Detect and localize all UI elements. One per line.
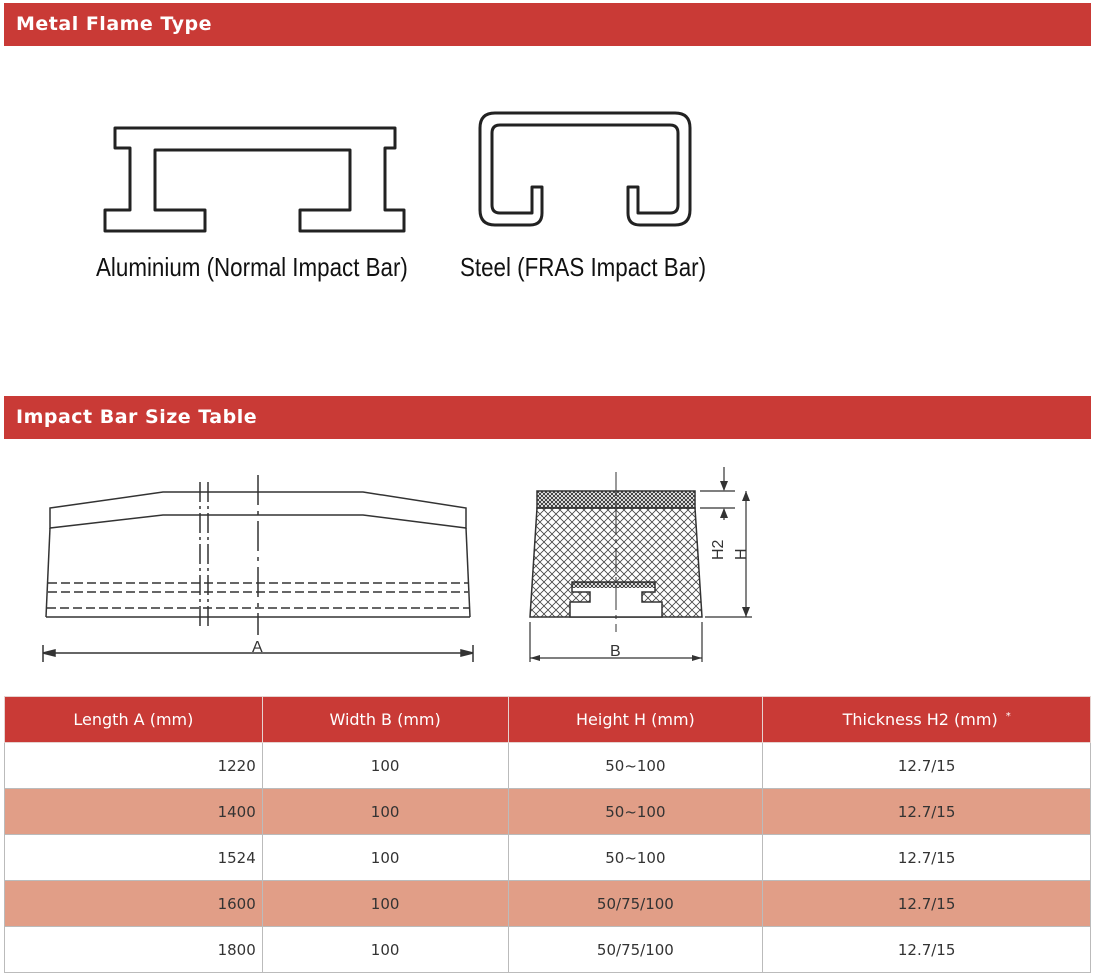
cell-length: 1220 bbox=[4, 742, 263, 789]
dimension-label-width: B bbox=[610, 643, 621, 660]
impact-bar-side-view: A bbox=[42, 475, 474, 662]
dimension-label-length: A bbox=[252, 639, 263, 656]
table-row: 1524 100 50~100 12.7/15 bbox=[4, 834, 1091, 881]
cell-height: 50/75/100 bbox=[507, 880, 764, 927]
cell-width: 100 bbox=[261, 742, 509, 789]
cell-length: 1524 bbox=[4, 834, 263, 881]
table-row: 1600 100 50/75/100 12.7/15 bbox=[4, 880, 1091, 927]
cell-width: 100 bbox=[261, 834, 509, 881]
aluminium-profile-diagram bbox=[103, 126, 406, 233]
header-note-marker: * bbox=[1005, 710, 1011, 722]
cell-thickness: 12.7/15 bbox=[762, 880, 1091, 927]
aluminium-caption: Aluminium (Normal Impact Bar) bbox=[96, 252, 408, 282]
cell-thickness: 12.7/15 bbox=[762, 926, 1091, 973]
cell-height: 50~100 bbox=[507, 834, 764, 881]
header-thickness-label: Thickness H2 (mm) bbox=[842, 710, 998, 729]
table-header-row: Length A (mm) Width B (mm) Height H (mm)… bbox=[4, 696, 1091, 743]
cell-height: 50~100 bbox=[507, 788, 764, 835]
cell-height: 50~100 bbox=[507, 742, 764, 789]
cell-thickness: 12.7/15 bbox=[762, 834, 1091, 881]
dimension-label-thickness: H2 bbox=[710, 539, 727, 560]
table-row: 1220 100 50~100 12.7/15 bbox=[4, 742, 1091, 789]
cell-thickness: 12.7/15 bbox=[762, 742, 1091, 789]
dimension-label-height: H bbox=[733, 548, 750, 560]
impact-bar-size-table: Length A (mm) Width B (mm) Height H (mm)… bbox=[4, 696, 1091, 973]
cell-length: 1600 bbox=[4, 880, 263, 927]
steel-caption: Steel (FRAS Impact Bar) bbox=[460, 252, 707, 282]
impact-bar-cross-section: H2 H B bbox=[529, 467, 752, 662]
metal-flame-type-header: Metal Flame Type bbox=[4, 3, 1091, 46]
table-row: 1800 100 50/75/100 12.7/15 bbox=[4, 926, 1091, 973]
cell-length: 1400 bbox=[4, 788, 263, 835]
header-thickness: Thickness H2 (mm) * bbox=[762, 696, 1091, 743]
cell-length: 1800 bbox=[4, 926, 263, 973]
cell-width: 100 bbox=[261, 880, 509, 927]
cell-width: 100 bbox=[261, 788, 509, 835]
cell-thickness: 12.7/15 bbox=[762, 788, 1091, 835]
cell-height: 50/75/100 bbox=[507, 926, 764, 973]
cell-width: 100 bbox=[261, 926, 509, 973]
header-width: Width B (mm) bbox=[261, 696, 509, 743]
steel-profile-diagram bbox=[478, 111, 692, 227]
table-row: 1400 100 50~100 12.7/15 bbox=[4, 788, 1091, 835]
header-height: Height H (mm) bbox=[507, 696, 764, 743]
header-length: Length A (mm) bbox=[4, 696, 263, 743]
impact-bar-size-table-header: Impact Bar Size Table bbox=[4, 396, 1091, 439]
